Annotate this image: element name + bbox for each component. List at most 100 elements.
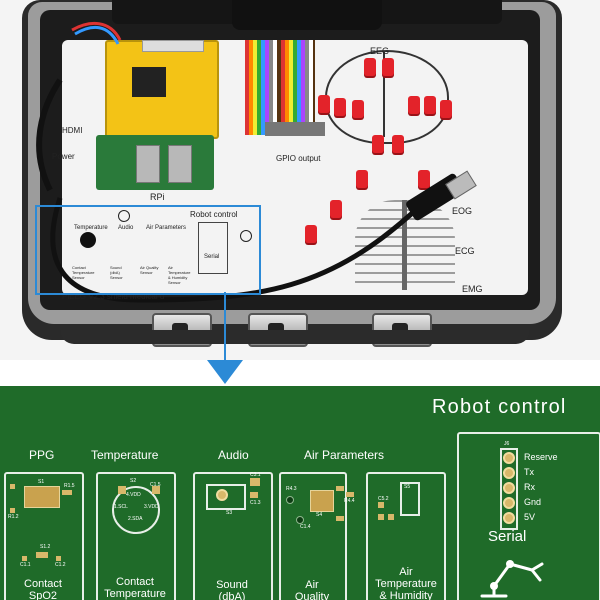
photo-sound-label: Sound (dbA) Sensor — [110, 265, 123, 280]
section-ppg: PPG — [29, 448, 55, 462]
sublabel-contact-spo2: Contact SpO2 — [24, 578, 62, 600]
temperature-knob — [80, 232, 96, 248]
sublabel-air-quality: Air Quality — [294, 579, 330, 600]
pad — [336, 486, 344, 491]
mic-pad — [216, 489, 228, 501]
serial-pin — [503, 467, 515, 479]
pad — [10, 484, 15, 489]
pad — [250, 492, 258, 498]
pad — [250, 478, 260, 486]
electrode — [334, 98, 346, 116]
pad — [336, 516, 344, 521]
serial-pin — [503, 482, 515, 494]
ref-s2: S2 — [130, 478, 137, 484]
hdmi-label: HDMI — [62, 126, 83, 135]
electrode — [364, 58, 376, 76]
pad — [378, 514, 384, 520]
section-air-parameters: Air Parameters — [304, 448, 385, 462]
case-bottom — [60, 330, 530, 344]
pad — [36, 552, 48, 558]
sublabel-contact-temperature: Contact Temperature — [104, 576, 166, 600]
photo-serial-header — [198, 222, 228, 274]
ref-c3-1: C3.1 — [250, 472, 261, 478]
via — [286, 496, 294, 504]
ref-s1: S1 — [38, 479, 45, 485]
pad — [56, 556, 61, 561]
ref-r4-3: R4.3 — [286, 486, 297, 492]
ref-c5-2: C5.2 — [378, 496, 389, 502]
pin-label-reserve: Reserve — [524, 452, 558, 462]
ppg-sensor-chip — [24, 486, 60, 508]
pad — [152, 486, 160, 494]
humidity-sensor-outline — [400, 482, 420, 516]
pin-label-gnd: Gnd — [524, 497, 542, 507]
ref-s1-2: S1.2 — [40, 544, 51, 550]
electrode — [418, 170, 430, 188]
board-header — [142, 40, 204, 52]
ref-r1-5: R1.5 — [64, 483, 75, 489]
ppg-box — [4, 472, 84, 600]
electrode — [318, 95, 330, 113]
photo-air-params-label: Air Parameters — [146, 225, 187, 231]
pad — [22, 556, 27, 561]
photo-contact-temp-label: Contact Temperature Sensor — [72, 265, 95, 280]
ref-scl: 1.SCL — [114, 504, 128, 510]
gpio-label: GPIO output — [276, 154, 321, 163]
electrode — [424, 96, 436, 114]
sublabel-sound: Sound (dbA) — [216, 579, 248, 600]
pcb-closeup: Robot control PPG Temperature Audio Air … — [0, 386, 600, 600]
electrode — [352, 100, 364, 118]
pad — [118, 486, 126, 494]
photo-temperature-label: Temperature — [74, 225, 108, 231]
ref-4vdd: 4.VDD — [126, 492, 141, 498]
ref-sda: 2.SDA — [128, 516, 143, 522]
pin-label-tx: Tx — [524, 467, 534, 477]
rpi-label: RPi — [150, 192, 165, 202]
air-temp-box — [366, 472, 446, 600]
usb-port — [168, 145, 192, 183]
raspberry-pi-board — [96, 135, 214, 190]
ref-s5: S5 — [404, 484, 411, 490]
photo-audio-label: Audio — [118, 225, 134, 231]
pad — [10, 508, 15, 513]
electrode — [330, 200, 342, 218]
photo-bottom-text: PiEEG V2.3 shield medical d — [62, 292, 165, 301]
electrode — [408, 96, 420, 114]
photo-air-temp-label: Air Temperature & Humidity Sensor — [168, 265, 191, 285]
electrode — [372, 135, 384, 153]
ref-r4-4: R4.4 — [344, 498, 355, 504]
eeg-label: EEG — [370, 46, 390, 56]
emg-label: EMG — [462, 284, 483, 294]
pad — [378, 502, 384, 508]
serial-pin — [503, 497, 515, 509]
electrode — [440, 100, 452, 118]
ref-c1-4: C1.4 — [300, 524, 311, 530]
serial-label: Serial — [488, 528, 527, 545]
photo-air-quality-label: Air Quality Sensor — [140, 265, 159, 275]
ribbon-connector — [265, 122, 325, 136]
pin-label-rx: Rx — [524, 482, 535, 492]
ref-c1-5: C1.5 — [150, 482, 161, 488]
photo-serial-label: Serial — [204, 254, 220, 260]
robot-arm-icon — [480, 560, 544, 598]
electrode — [356, 170, 368, 188]
spine-drawing — [402, 200, 407, 290]
pcb-title: Robot control — [432, 396, 567, 418]
board-chip — [132, 67, 166, 97]
arrow-line — [224, 292, 226, 362]
electrode — [382, 58, 394, 76]
ref-s3: S3 — [226, 510, 233, 516]
warning-icon — [118, 210, 130, 222]
case-strap — [232, 0, 382, 30]
highlight-box — [35, 205, 261, 295]
temp-sensor-ring — [112, 486, 160, 534]
pad — [62, 490, 72, 495]
pad — [346, 492, 354, 497]
via — [296, 516, 304, 524]
section-audio: Audio — [218, 448, 249, 462]
section-temperature: Temperature — [91, 448, 159, 462]
ref-j6: J6 — [504, 441, 510, 447]
eog-label: EOG — [452, 206, 473, 216]
mic-outline — [206, 484, 246, 510]
temperature-box — [96, 472, 176, 600]
